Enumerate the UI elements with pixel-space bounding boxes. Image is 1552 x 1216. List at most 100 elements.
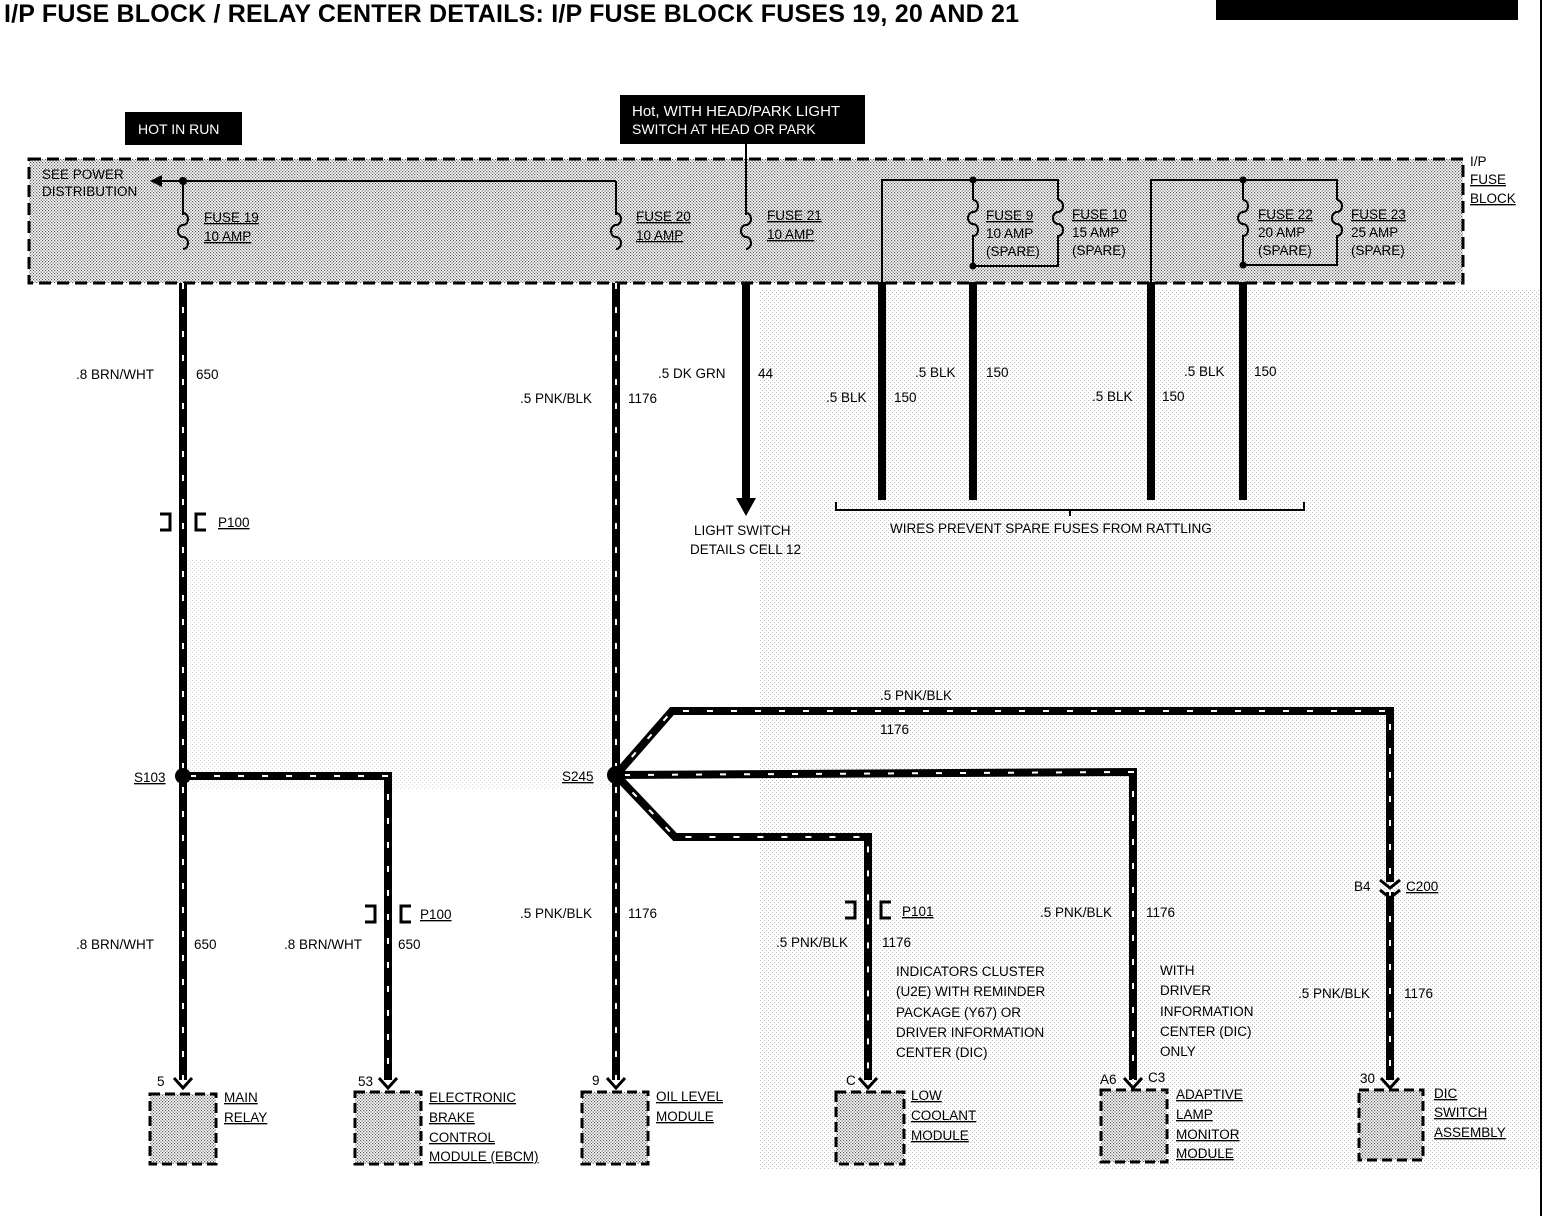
note-cluster-3: PACKAGE (Y67) OR [896, 1005, 1021, 1020]
label-main-relay-1: MAIN [224, 1090, 258, 1105]
wire-44-code: 44 [758, 366, 774, 381]
fuse-block-label-2: FUSE [1470, 172, 1506, 187]
wire-650-branch [183, 772, 392, 1080]
fuse-10-name: FUSE 10 [1072, 207, 1127, 222]
hot-head-park-label-2: SWITCH AT HEAD OR PARK [632, 121, 816, 137]
label-adaptive-lamp-2: LAMP [1176, 1107, 1213, 1122]
wire-44 [736, 283, 756, 516]
pin-low-coolant: C [846, 1073, 856, 1088]
note-dic-4: CENTER (DIC) [1160, 1024, 1252, 1039]
wire-150-a-code: 150 [894, 390, 917, 405]
label-low-coolant-1: LOW [911, 1088, 942, 1103]
splice-s245-label: S245 [562, 769, 594, 784]
connector-c200-label: C200 [1406, 879, 1438, 894]
splice-s245 [607, 766, 625, 784]
fuse-block-label-1: I/P [1470, 154, 1487, 169]
fuse-19-name: FUSE 19 [204, 210, 259, 225]
fuse-9-node-bottom [969, 262, 977, 270]
wire-1176-branch-dic [612, 707, 1394, 1080]
note-dic-5: ONLY [1160, 1044, 1196, 1059]
pin-adaptive-lamp-c3: C3 [1148, 1070, 1165, 1085]
wire-1176-coolant-color: .5 PNK/BLK [776, 935, 848, 950]
label-dic-switch-2: SWITCH [1434, 1105, 1487, 1120]
fuse-21-name: FUSE 21 [767, 208, 822, 223]
light-switch-label-2: DETAILS CELL 12 [690, 542, 801, 557]
label-dic-switch-1: DIC [1434, 1086, 1458, 1101]
component-low-coolant [834, 1090, 906, 1166]
label-oil-level-1: OIL LEVEL [656, 1089, 724, 1104]
label-adaptive-lamp-3: MONITOR [1176, 1127, 1240, 1142]
connector-p100-upper-label: P100 [218, 515, 250, 530]
hot-head-park-box [620, 95, 865, 144]
fuse-21-amp: 10 AMP [767, 227, 814, 242]
label-dic-switch-3: ASSEMBLY [1434, 1125, 1506, 1140]
wire-150-d-code: 150 [1254, 364, 1277, 379]
fuse-20-name: FUSE 20 [636, 209, 691, 224]
note-cluster-5: CENTER (DIC) [896, 1045, 988, 1060]
fuse-20-symbol [610, 212, 622, 250]
note-dic-2: DRIVER [1160, 983, 1211, 998]
note-cluster-1: INDICATORS CLUSTER [896, 964, 1045, 979]
wire-650-lower-color: .8 BRN/WHT [76, 937, 154, 952]
wire-150-d-color: .5 BLK [1184, 364, 1225, 379]
fuse-23-note: (SPARE) [1351, 243, 1405, 258]
see-power-label-1: SEE POWER [42, 167, 124, 182]
wire-150-c-color: .5 BLK [1092, 389, 1133, 404]
light-switch-label-1: LIGHT SWITCH [694, 523, 791, 538]
component-oil-level [580, 1090, 650, 1166]
component-main-relay [148, 1092, 218, 1166]
wire-1176-adaptive-color: .5 PNK/BLK [1040, 905, 1112, 920]
wire-650-upper-color: .8 BRN/WHT [76, 367, 154, 382]
label-ebcm-3: CONTROL [429, 1130, 495, 1145]
note-cluster-4: DRIVER INFORMATION [896, 1025, 1044, 1040]
rattle-bracket [835, 502, 1305, 516]
fuse-9-note: (SPARE) [986, 244, 1040, 259]
fuse-10-note: (SPARE) [1072, 243, 1126, 258]
label-adaptive-lamp-4: MODULE [1176, 1146, 1234, 1161]
connector-c200 [1379, 878, 1401, 900]
wire-1176-dic-color: .5 PNK/BLK [1298, 986, 1370, 1001]
rattle-note: WIRES PREVENT SPARE FUSES FROM RATTLING [890, 521, 1212, 536]
wire-1176-branch-color: .5 PNK/BLK [880, 688, 952, 703]
wire-1176-upper-code: 1176 [628, 391, 657, 406]
label-oil-level-2: MODULE [656, 1109, 714, 1124]
note-dic-1: WITH [1160, 963, 1195, 978]
component-adaptive-lamp [1099, 1088, 1169, 1164]
wire-650-ebcm-code: 650 [398, 937, 421, 952]
fuse-19-symbol [177, 212, 189, 250]
wire-1176-oil-color: .5 PNK/BLK [520, 906, 592, 921]
connector-b4-label: B4 [1354, 879, 1371, 894]
label-main-relay-2: RELAY [224, 1110, 267, 1125]
shade-left-panel [180, 560, 620, 790]
wire-1176-coolant-code: 1176 [882, 935, 911, 950]
pin-oil-level: 9 [592, 1073, 600, 1088]
fuse-22-note: (SPARE) [1258, 243, 1312, 258]
wire-650-lower-code: 650 [194, 937, 217, 952]
note-dic-3: INFORMATION [1160, 1004, 1254, 1019]
fuse-9-name: FUSE 9 [986, 208, 1033, 223]
wire-650-upper-code: 650 [196, 367, 219, 382]
wire-650-ebcm-color: .8 BRN/WHT [284, 937, 362, 952]
note-cluster-2: (U2E) WITH REMINDER [896, 984, 1045, 999]
wire-150-b-code: 150 [986, 365, 1009, 380]
wire-1176-dic-code: 1176 [1404, 986, 1433, 1001]
label-ebcm-1: ELECTRONIC [429, 1090, 516, 1105]
splice-s103 [175, 768, 191, 784]
component-ebcm [353, 1090, 423, 1166]
wire-1176-upper-color: .5 PNK/BLK [520, 391, 592, 406]
fuse19-node [179, 177, 187, 185]
connector-p101-label: P101 [902, 904, 934, 919]
splice-s103-label: S103 [134, 770, 166, 785]
fuse-10-amp: 15 AMP [1072, 225, 1119, 240]
wire-44-color: .5 DK GRN [658, 366, 726, 381]
power-arrow [150, 175, 162, 187]
title-bar-block [1216, 0, 1518, 20]
fuse-23-amp: 25 AMP [1351, 225, 1398, 240]
connector-p100-upper [160, 512, 206, 532]
label-ebcm-2: BRAKE [429, 1110, 475, 1125]
label-low-coolant-2: COOLANT [911, 1108, 976, 1123]
label-adaptive-lamp-1: ADAPTIVE [1176, 1087, 1243, 1102]
fuse-21-symbol [740, 212, 752, 250]
terminal-arrows [172, 1076, 1401, 1091]
